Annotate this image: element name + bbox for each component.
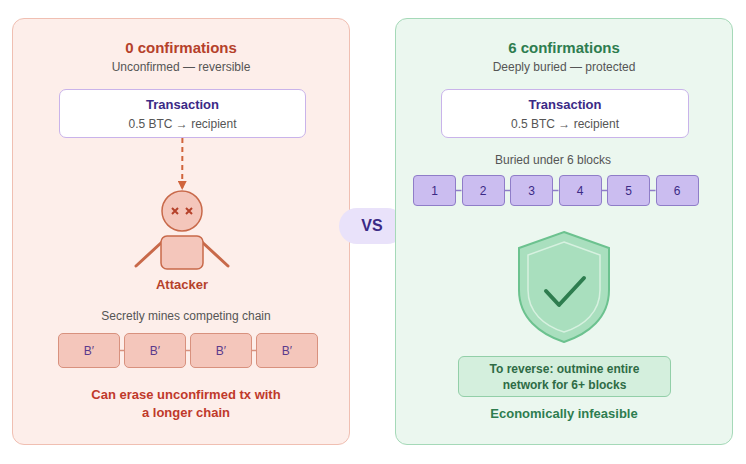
attacker-arm (202, 242, 228, 266)
node-title: 4 (560, 176, 601, 207)
chain-link (120, 350, 124, 352)
node-title: B′ (59, 334, 119, 369)
node-subtitle: 0.5 BTC → recipient (442, 116, 688, 132)
transaction-box: Transaction 0.5 BTC → recipient (59, 89, 306, 138)
fork-block: B′ (256, 333, 318, 368)
chain-link (650, 190, 656, 192)
chain-link (186, 350, 190, 352)
fork-block: B′ (190, 333, 252, 368)
node-subtitle: 0.5 BTC → recipient (60, 116, 305, 132)
note-box: To reverse: outmine entire network for 6… (458, 356, 671, 397)
attack-arrow (181, 138, 183, 189)
attacker-arm (136, 242, 162, 266)
fork-block: B′ (124, 333, 186, 368)
fork-block: B′ (58, 333, 120, 368)
node-title: To reverse: outmine entire network for 6… (459, 357, 670, 396)
chain-block: 3 (510, 175, 553, 206)
node-title: 1 (414, 176, 455, 207)
node-title: 6 (657, 176, 698, 207)
node-title: 3 (511, 176, 552, 207)
node-title: 0 confirmations (13, 39, 349, 57)
attacker-eye (172, 208, 178, 214)
check-mark (546, 278, 584, 305)
annotation-text: Can erase unconfirmed tx with a longer c… (91, 386, 281, 422)
attacker-eye (186, 208, 192, 214)
chain-block: 1 (413, 175, 456, 206)
attacker-figure: Attacker (131, 189, 233, 295)
attacker-body (161, 236, 203, 269)
annotation-text: Economically infeasible (454, 406, 674, 422)
chain-link (505, 190, 511, 192)
chain-block: 2 (462, 175, 505, 206)
panel: Transaction 0.5 BTC → recipientAttackerB′… (12, 18, 350, 445)
node-title: B′ (125, 334, 185, 369)
shield-inner-outline (528, 242, 600, 332)
attacker-head (162, 191, 202, 231)
transaction-box: Transaction 0.5 BTC → recipient (441, 89, 689, 138)
node-title: 2 (463, 176, 504, 207)
chain-block: 4 (559, 175, 602, 206)
shield-symbol (519, 232, 609, 342)
node-title: 5 (608, 176, 649, 207)
node-subtitle: Unconfirmed — reversible (13, 59, 349, 75)
annotation-text: Secretly mines competing chain (36, 308, 336, 324)
node-title: 6 confirmations (396, 39, 732, 57)
annotation-text: Buried under 6 blocks (443, 152, 663, 168)
panel: Transaction 0.5 BTC → recipient 123456 To r… (395, 18, 733, 445)
node-title: B′ (191, 334, 251, 369)
chain-link (553, 190, 559, 192)
chain-block: 6 (656, 175, 699, 206)
chain-link (602, 190, 608, 192)
chain-block: 5 (607, 175, 650, 206)
chain-link (252, 350, 256, 352)
node-title: Attacker (131, 277, 233, 293)
node-title: B′ (257, 334, 317, 369)
chain-link (456, 190, 462, 192)
node-subtitle: Deeply buried — protected (396, 59, 732, 75)
node-title: Transaction (442, 97, 688, 113)
node-title: Transaction (60, 97, 305, 113)
